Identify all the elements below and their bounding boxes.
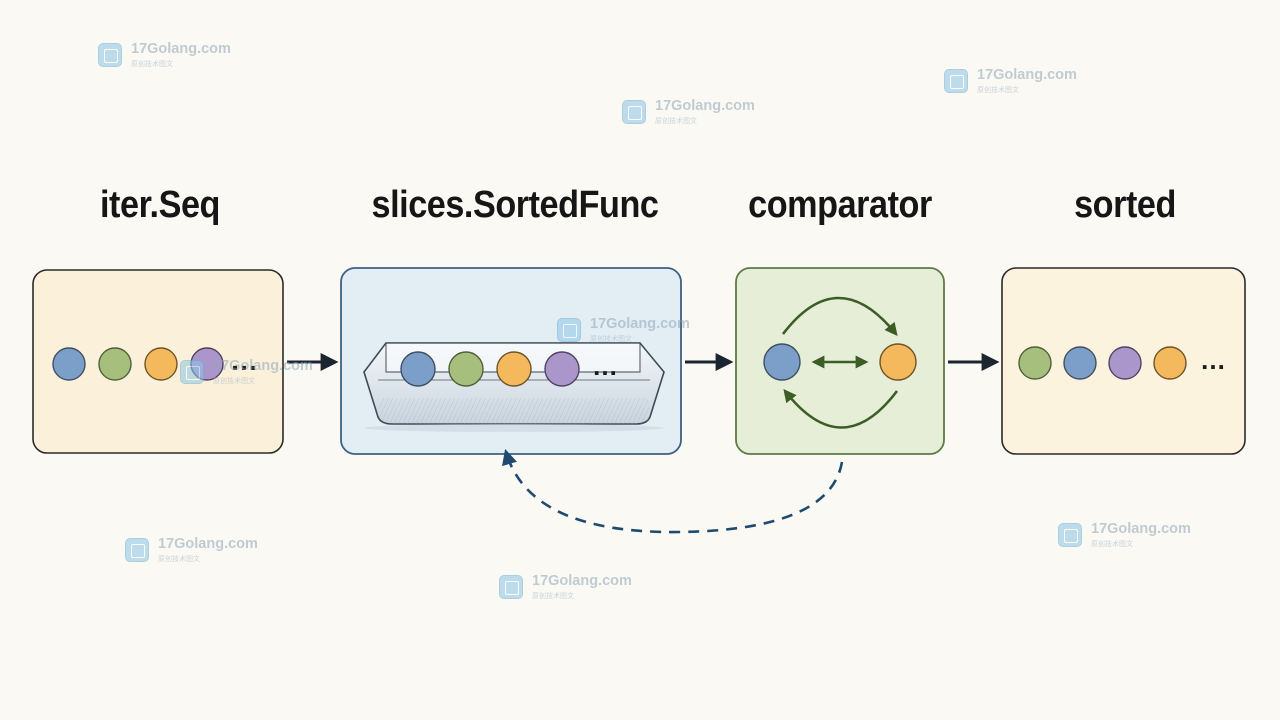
ball-orange — [144, 347, 178, 381]
feedback-arrow — [502, 449, 844, 534]
stage-label-sorted: sorted — [1074, 184, 1176, 226]
tray-ball-orange — [496, 351, 532, 387]
sorted-ellipsis: … — [1200, 345, 1226, 375]
stage-label-slices-sortedfunc: slices.SortedFunc — [371, 184, 659, 226]
sorted-ball-green — [1018, 346, 1052, 380]
ball-blue — [52, 347, 86, 381]
tray-ball-green — [448, 351, 484, 387]
compare-ball-blue — [763, 343, 801, 381]
tray-ball-blue — [400, 351, 436, 387]
ball-purple — [190, 347, 224, 381]
sorted-ball-blue — [1063, 346, 1097, 380]
tray-ball-purple — [544, 351, 580, 387]
compare-ball-orange — [879, 343, 917, 381]
ball-green — [98, 347, 132, 381]
cycle-arrow-top — [781, 296, 898, 337]
cycle-arrow-bottom — [783, 388, 899, 429]
ellipsis: … — [230, 345, 258, 376]
sorted-ball-orange — [1153, 346, 1187, 380]
sorted-ball-purple — [1108, 346, 1142, 380]
tray-ellipsis: … — [592, 351, 618, 381]
stage-label-comparator: comparator — [748, 184, 932, 226]
stage-label-iter-seq: iter.Seq — [100, 184, 220, 226]
